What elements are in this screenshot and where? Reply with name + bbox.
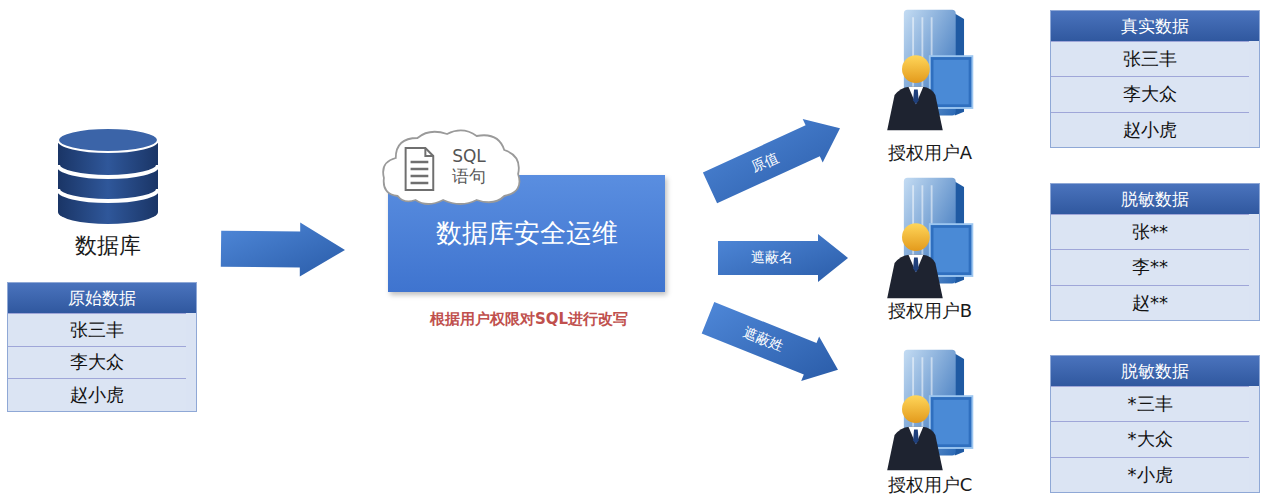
user: 授权用户C [860,340,1000,497]
node-text: 李大众 [1123,82,1177,106]
data-table: 真实数据张三丰李大众赵小虎 [1050,10,1260,148]
block-arrow [703,119,840,203]
icon-label: 数据库 [75,231,141,261]
table-cell: *大众 [1051,421,1249,456]
table-cell: 张** [1051,214,1249,249]
table-cell: 李** [1051,249,1249,284]
node-text: 张** [1132,220,1168,244]
database: 数据库 [50,125,166,261]
data-table: 脱敏数据张** 李** 赵** [1050,183,1260,321]
document-lines [411,162,429,183]
node-text: 李** [1132,255,1168,279]
table-header: 原始数据 [8,283,196,313]
table-cell: 赵小虎 [8,378,186,411]
user-icon [887,350,972,470]
table-cell: 赵** [1051,285,1249,320]
arrow-label: 遮蔽名 [751,249,793,267]
node-text: 数据库安全运维 [436,216,618,251]
table-cell: 李大众 [8,346,186,379]
table-header: 脱敏数据 [1051,356,1259,386]
table-cell: 张三丰 [1051,41,1249,76]
document-icon [425,148,433,156]
table-header: 真实数据 [1051,11,1259,41]
node-text: SQL 语句 [448,147,490,186]
document-icon [406,148,434,190]
node-text: 赵小虎 [70,383,124,407]
node-text: *大众 [1128,427,1173,451]
database-icon [58,128,158,224]
note-label: 根据用户权限对SQL进行改写 [398,310,660,329]
node-text: *小虎 [1128,463,1173,487]
user: 授权用户B [860,175,1000,323]
data-table: 原始数据张三丰李大众赵小虎 [7,282,197,412]
table-cell: 李大众 [1051,76,1249,111]
node-text: 赵小虎 [1123,118,1177,142]
node-text: 李大众 [70,350,124,374]
icon-label: 授权用户C [888,473,973,497]
table-cell: 张三丰 [8,313,186,346]
icon-label: 授权用户B [888,299,972,323]
icon-label: 授权用户A [888,141,972,165]
user: 授权用户A [860,5,1000,165]
node-text: *三丰 [1128,392,1173,416]
cloud-outline [383,130,519,204]
node-text: 张三丰 [1123,47,1177,71]
table-cell: *小虎 [1051,457,1249,492]
table-header: 脱敏数据 [1051,184,1259,214]
sql-cloud: SQL 语句 [378,126,526,208]
data-table: 脱敏数据 *三丰 *大众 *小虎 [1050,355,1260,493]
node-text: 赵** [1132,291,1168,315]
block-arrow [221,223,345,277]
block-arrow [718,234,848,282]
table-cell: *三丰 [1051,386,1249,421]
user-icon [887,178,972,298]
node-text: 张三丰 [70,318,124,342]
user-icon [887,10,972,130]
table-cell: 赵小虎 [1051,112,1249,147]
block-arrow [702,302,838,381]
